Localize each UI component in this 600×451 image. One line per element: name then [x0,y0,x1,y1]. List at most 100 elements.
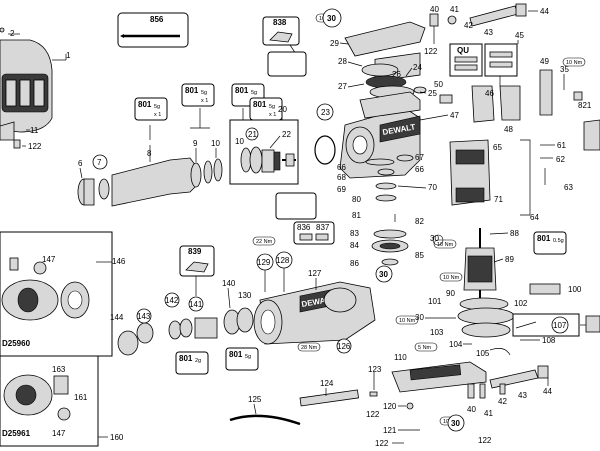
label-68: 68 [337,173,346,182]
label-70: 70 [428,183,437,192]
torque-value: 10 Nm [566,60,583,66]
torque-t2: 10 Nm [562,57,586,67]
label-125: 125 [248,395,262,404]
motor-housing-127: DEWALT [253,281,376,345]
kit-amount: 2g [195,358,201,364]
label-144: 144 [110,313,124,322]
plate-103 [461,322,511,338]
label-147b: 147 [52,429,66,438]
kit-amount: 5g [201,90,207,96]
label-89: 89 [505,255,514,264]
kit-quantity: x 1 [154,112,161,118]
kit-amount: 5g [154,104,160,110]
kit-number: 801 [179,354,193,363]
gear-assembly-20 [240,146,296,174]
label-64: 64 [530,213,539,222]
housing-assembly [0,33,67,149]
label-50: 50 [434,80,443,89]
label-6: 6 [78,159,83,168]
torque-value: 22 Nm [256,239,273,245]
label-90: 90 [446,289,455,298]
label-129: 129 [257,258,271,267]
label-126: 126 [337,342,351,351]
label-46: 46 [485,89,494,98]
switch-rod-top [429,3,527,44]
armature [463,228,497,300]
rod-124 [299,389,360,407]
kit-label-d25960: D25960 [2,339,31,348]
label-35: 35 [560,65,569,74]
label-71: 71 [494,195,503,204]
torque-value: 28 Nm [301,345,318,351]
label-85: 85 [415,251,424,260]
label-48: 48 [504,125,513,134]
label-123: 123 [368,365,382,374]
marker-pen [120,34,180,38]
label-30a: 30 [327,14,336,23]
label-9: 9 [193,139,198,148]
label-7: 7 [97,158,102,167]
label-105: 105 [476,349,490,358]
label-86: 86 [350,259,359,268]
label-121: 121 [383,426,397,435]
torque-value: 10 Nm [399,318,416,324]
torque-value: 10 Nm [443,275,460,281]
label-163: 163 [52,365,66,374]
label-80: 80 [352,195,361,204]
brush-holder-46 [471,85,495,123]
label-30c: 30 [430,234,439,243]
label-22: 22 [282,130,291,139]
part-box-107 [512,313,580,337]
depth-collar-kit [3,374,71,421]
torque-t3: 22 Nm [252,236,276,246]
label-47: 47 [450,111,459,120]
switch-rod-bottom [467,365,549,399]
label-108: 108 [542,336,556,345]
label-45: 45 [515,31,524,40]
rear-handle-110 [391,361,487,393]
label-40a: 40 [430,5,439,14]
kit-label-d25961: D25961 [2,429,31,438]
label-107: 107 [553,321,567,330]
kit-amount: 0.5g [553,238,564,244]
spindle-shaft [77,157,223,207]
label-67: 67 [415,153,424,162]
label-837: 837 [316,223,330,232]
label-103: 103 [430,328,444,337]
upper-cover-assembly [344,21,427,119]
label-141: 141 [189,300,203,309]
label-143: 143 [137,312,151,321]
clutch-parts [117,307,254,356]
baffle-102 [457,307,515,325]
part-box-45 [484,43,518,77]
label-122: 122 [28,142,42,151]
label-27: 27 [338,82,347,91]
label-142: 142 [165,296,179,305]
label-29: 29 [330,39,339,48]
label-161: 161 [74,393,88,402]
label-10b: 10 [235,137,244,146]
label-qu: QU [457,46,469,55]
torque-t6: 10 Nm [395,315,419,325]
kit-amount: 5g [269,104,275,110]
label-41a: 41 [450,5,459,14]
kit-number: 801 [229,350,243,359]
label-42a: 42 [464,21,473,30]
kit-number: 801 [138,100,152,109]
kit-quantity: x 1 [201,98,208,104]
label-69: 69 [337,185,346,194]
label-41b: 41 [484,409,493,418]
part-100 [529,283,561,295]
torque-t5: 10 Nm [433,239,457,249]
label-61: 61 [557,141,566,150]
label-127: 127 [308,269,322,278]
label-84: 84 [350,241,359,250]
label-838: 838 [273,18,287,27]
side-handle-kit [1,257,90,321]
o-ring-23 [314,135,336,165]
label-44a: 44 [540,7,549,16]
